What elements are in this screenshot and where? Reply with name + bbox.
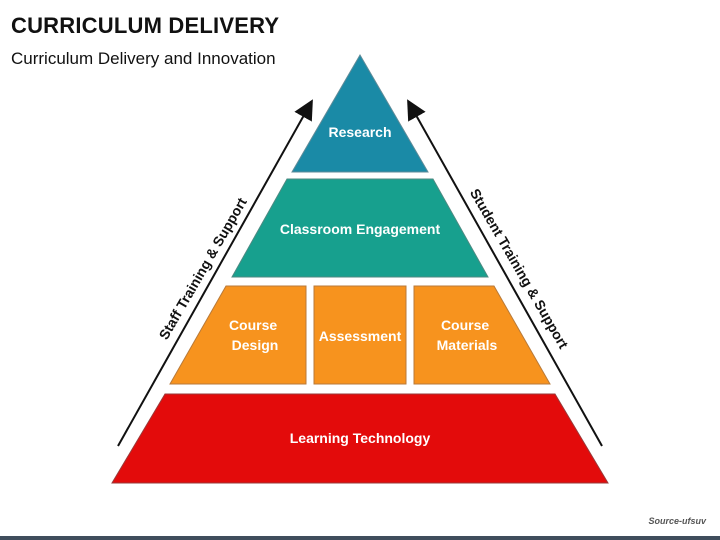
course-materials-block: [413, 285, 551, 385]
source-credit: Source-ufsuv: [648, 516, 706, 526]
course-design-label: Course Design: [229, 317, 281, 353]
page-subtitle: Curriculum Delivery and Innovation: [11, 49, 276, 68]
learning-technology-tier: [111, 393, 609, 484]
left-arrow: [117, 99, 313, 447]
assessment-label: Assessment: [319, 328, 402, 344]
bottom-bar: [0, 536, 720, 540]
classroom-engagement-label: Classroom Engagement: [280, 221, 441, 237]
course-design-label-line2: Design: [232, 337, 279, 353]
page-title: CURRICULUM DELIVERY: [11, 13, 280, 38]
research-label: Research: [328, 124, 391, 140]
assessment-block: [313, 285, 407, 385]
learning-technology-label: Learning Technology: [290, 430, 431, 446]
course-materials-label: Course Materials: [437, 317, 498, 353]
course-materials-label-line2: Materials: [437, 337, 498, 353]
right-arrow: [407, 99, 603, 447]
course-design-block: [169, 285, 307, 385]
classroom-engagement-tier: [231, 178, 489, 278]
research-tier: [291, 54, 429, 173]
course-design-label-line1: Course: [229, 317, 277, 333]
course-materials-label-line1: Course: [441, 317, 489, 333]
